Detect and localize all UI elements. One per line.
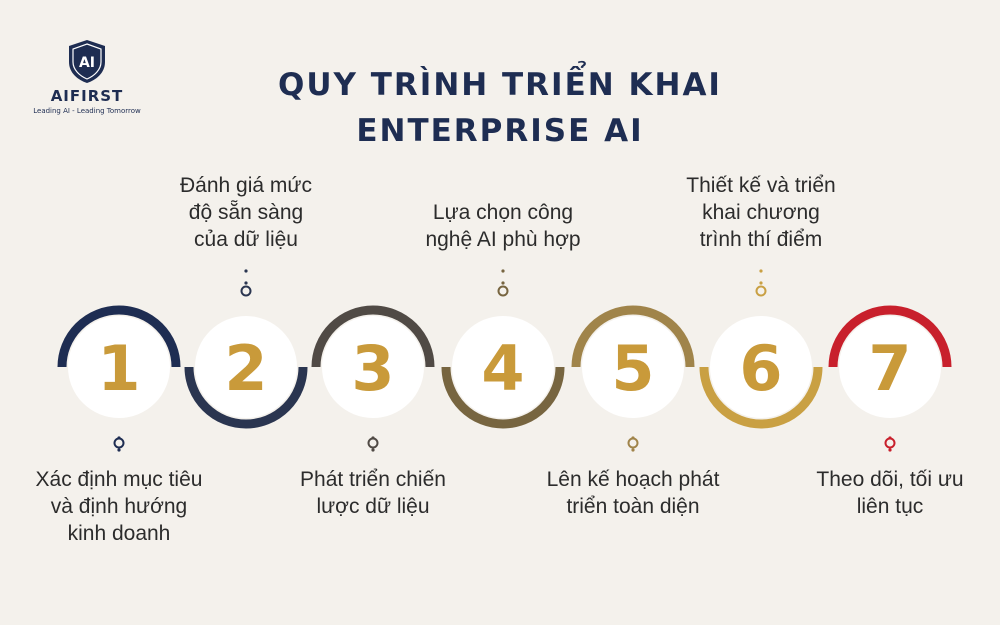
step-1: 1: [57, 305, 181, 452]
brand-name: AIFIRST: [50, 87, 124, 105]
step-4-label-line: nghệ AI phù hợp: [425, 228, 581, 251]
step-1-label-line: kinh doanh: [67, 522, 171, 545]
step-7-label-line: liên tục: [856, 495, 924, 518]
step-5: 5: [571, 305, 695, 452]
step-6-connector-dot: [759, 269, 763, 273]
step-2-connector-dot: [244, 269, 248, 273]
step-4-connector-ring: [497, 285, 509, 297]
step-2-number: 2: [224, 332, 267, 405]
step-2-connector-ring: [240, 285, 252, 297]
step-3-label-line: Phát triển chiến: [300, 468, 446, 491]
step-7-label-line: Theo dõi, tối ưu: [816, 468, 964, 491]
step-4-circle: [452, 316, 554, 418]
step-7-connector-ring: [884, 437, 896, 449]
step-3-label-line: lược dữ liệu: [316, 495, 430, 518]
step-6: 6: [699, 269, 823, 429]
brand-tagline: Leading AI - Leading Tomorrow: [33, 107, 141, 115]
step-4-label-line: Lựa chọn công: [432, 201, 574, 224]
step-6-label-line: Thiết kế và triển: [686, 174, 836, 197]
step-3-number: 3: [351, 332, 394, 405]
step-6-label: Thiết kế và triển khai chương trình thí đi…: [661, 172, 861, 253]
step-1-number: 1: [97, 332, 140, 405]
step-4-number: 4: [481, 332, 524, 405]
step-6-ring: [699, 366, 823, 429]
step-2-connector-dot: [244, 281, 248, 285]
step-1-label: Xác định mục tiêu và định hướng kinh doanh: [19, 466, 219, 547]
step-6-label-line: trình thí điểm: [699, 228, 823, 251]
step-7-ring: [828, 305, 952, 368]
step-5-ring: [571, 305, 695, 368]
step-5-number: 5: [611, 332, 654, 405]
step-7-number: 7: [868, 332, 911, 405]
step-5-label-line: Lên kế hoạch phát: [546, 468, 720, 491]
step-3: 3: [311, 305, 435, 452]
logo-mark-text: AI: [79, 55, 95, 71]
step-2-label: Đánh giá mức độ sẵn sàng của dữ liệu: [146, 172, 346, 253]
step-6-number: 6: [739, 332, 782, 405]
step-7: 7: [828, 305, 952, 452]
step-4-label: Lựa chọn công nghệ AI phù hợp: [403, 199, 603, 253]
step-6-connector-dot: [759, 281, 763, 285]
step-3-label: Phát triển chiến lược dữ liệu: [273, 466, 473, 520]
step-2-ring: [184, 366, 308, 429]
step-7-circle: [839, 316, 941, 418]
step-2-label-line: Đánh giá mức: [180, 174, 312, 197]
step-2-label-line: độ sẵn sàng: [188, 201, 304, 224]
step-2-circle: [195, 316, 297, 418]
title-line-2: ENTERPRISE AI: [356, 113, 644, 149]
page-title: QUY TRÌNH TRIỂN KHAI ENTERPRISE AI: [0, 62, 1000, 154]
step-1-label-line: và định hướng: [50, 495, 188, 518]
step-1-ring: [57, 305, 181, 368]
step-1-label-line: Xác định mục tiêu: [35, 468, 203, 491]
brand-logo: AI AIFIRST Leading AI - Leading Tomorrow: [22, 38, 152, 115]
step-3-circle: [322, 316, 424, 418]
title-line-1: QUY TRÌNH TRIỂN KHAI: [278, 67, 722, 103]
step-6-connector-ring: [755, 285, 767, 297]
shield-logo-icon: AI: [69, 40, 105, 83]
step-5-connector-dot: [631, 448, 635, 452]
step-5-connector-ring: [627, 437, 639, 449]
step-7-label: Theo dõi, tối ưu liên tục: [790, 466, 990, 520]
step-2-label-line: của dữ liệu: [194, 228, 298, 251]
step-2: 2: [184, 269, 308, 429]
step-5-circle: [582, 316, 684, 418]
step-5-label-line: triển toàn diện: [566, 495, 700, 518]
step-4: 4: [441, 269, 565, 429]
step-1-connector-dot: [117, 448, 121, 452]
step-3-connector-dot: [371, 448, 375, 452]
step-3-ring: [311, 305, 435, 368]
step-1-circle: [68, 316, 170, 418]
step-4-ring: [441, 366, 565, 429]
step-4-connector-dot: [501, 281, 505, 285]
step-6-label-line: khai chương: [702, 201, 820, 224]
step-5-label: Lên kế hoạch phát triển toàn diện: [533, 466, 733, 520]
step-1-connector-ring: [113, 437, 125, 449]
step-6-circle: [710, 316, 812, 418]
step-4-connector-dot: [501, 269, 505, 273]
step-7-connector-dot: [888, 448, 892, 452]
step-3-connector-ring: [367, 437, 379, 449]
